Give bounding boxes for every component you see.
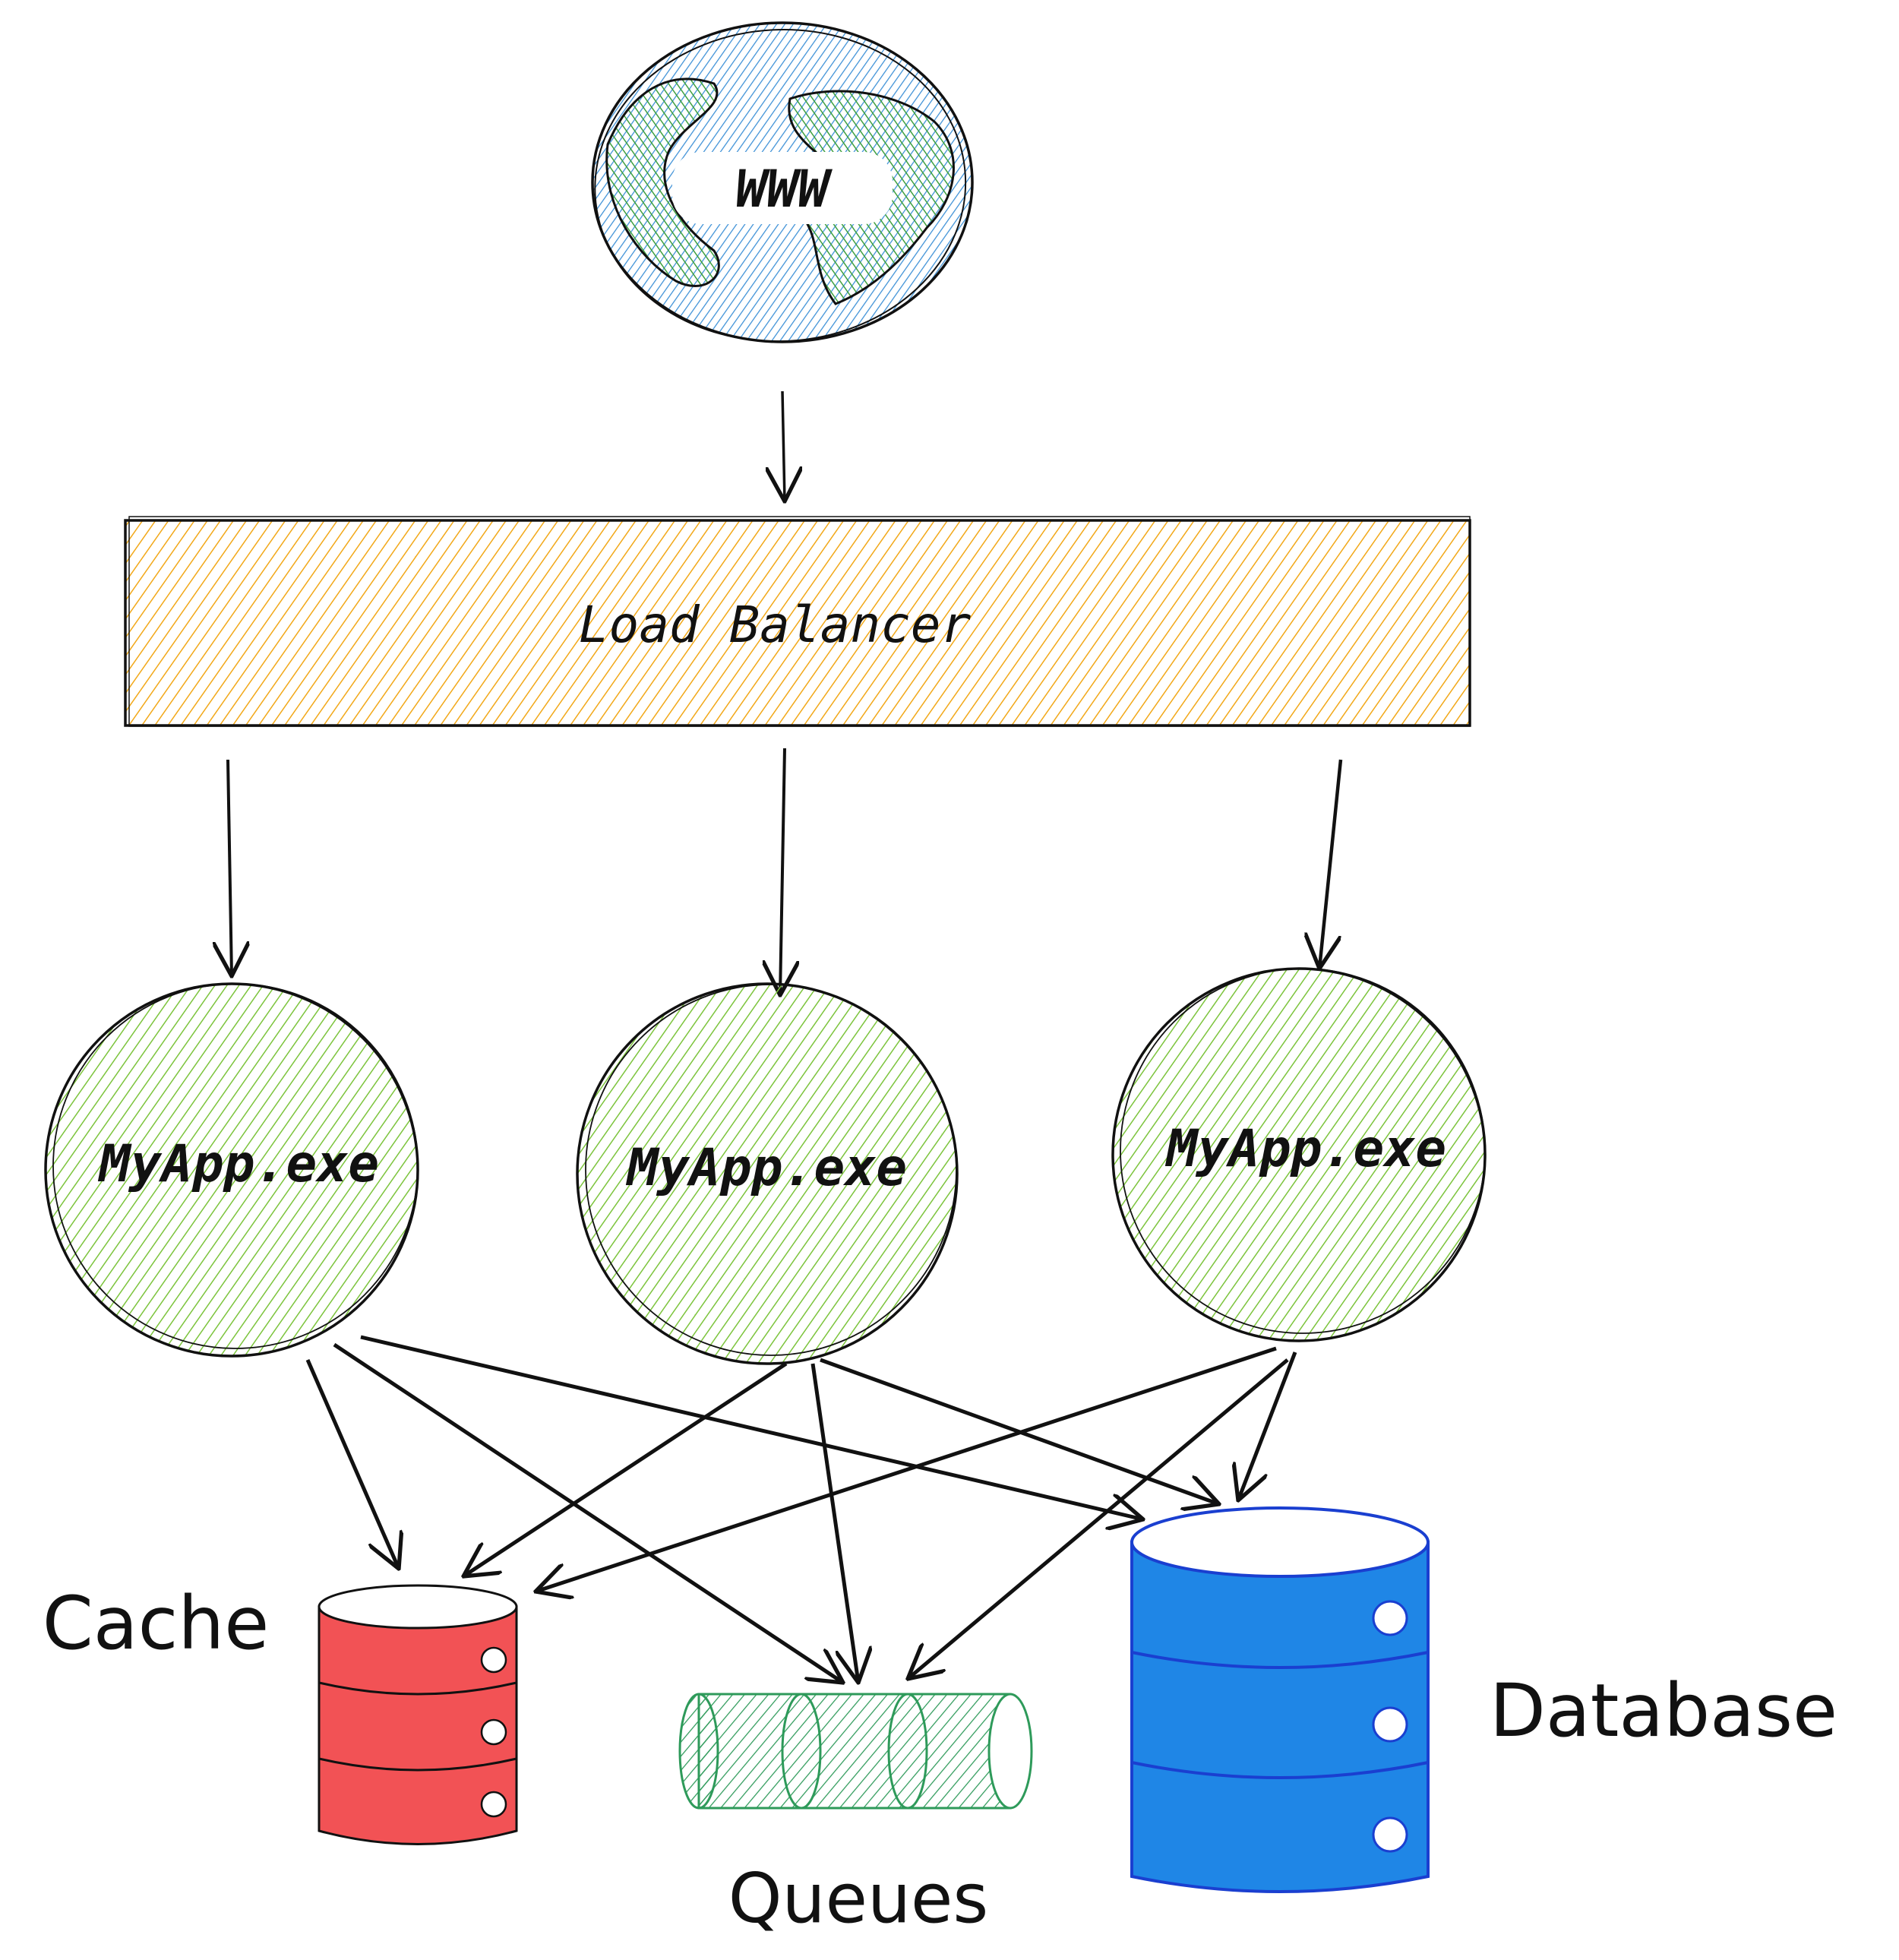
app-node-3: MyApp.exe bbox=[1111, 967, 1487, 1342]
arrow-app3-to-cache bbox=[536, 1346, 1277, 1592]
cache-label: Cache bbox=[43, 1581, 270, 1666]
load-balancer-label: Load Balancer bbox=[579, 596, 972, 654]
arrow-app3-to-queues bbox=[908, 1358, 1289, 1679]
database-divider-1 bbox=[1131, 1651, 1429, 1669]
queue-right-cap bbox=[987, 1693, 1033, 1810]
load-balancer: Load Balancer bbox=[124, 516, 1471, 727]
app-node-1-label: MyApp.exe bbox=[98, 1134, 379, 1194]
cache-divider-1 bbox=[318, 1681, 517, 1696]
database-divider-2 bbox=[1131, 1761, 1429, 1779]
arrow-app2-to-cache bbox=[463, 1361, 788, 1576]
globe-land-left bbox=[605, 77, 720, 287]
app-node-1-sketch bbox=[52, 983, 419, 1349]
cache-indicator-3 bbox=[480, 1791, 507, 1818]
arrow-lb-to-app-1 bbox=[228, 759, 232, 976]
arrow-globe-to-lb bbox=[782, 390, 785, 501]
app-node-2: MyApp.exe bbox=[576, 982, 959, 1365]
arrow-lb-to-app-3 bbox=[1319, 759, 1343, 969]
database-cylinder-top bbox=[1130, 1506, 1430, 1578]
app-node-2-circle bbox=[576, 982, 959, 1365]
arrow-app1-to-database bbox=[360, 1335, 1143, 1519]
internet-globe: WWW bbox=[591, 21, 974, 343]
globe-outline-sketch bbox=[594, 29, 967, 343]
cache-cylinder-body bbox=[318, 1605, 518, 1845]
database-indicator-3 bbox=[1372, 1816, 1408, 1853]
queue-segment-2 bbox=[887, 1693, 928, 1810]
cache-cylinder-top bbox=[318, 1584, 518, 1630]
arrow-app1-to-cache bbox=[305, 1359, 399, 1569]
app-node-2-label: MyApp.exe bbox=[626, 1138, 907, 1198]
queues-store bbox=[678, 1693, 1033, 1810]
queues-label: Queues bbox=[728, 1859, 989, 1939]
database-label: Database bbox=[1490, 1668, 1837, 1753]
app-node-3-sketch bbox=[1120, 968, 1486, 1334]
database-indicator-2 bbox=[1372, 1706, 1408, 1743]
app-node-2-sketch bbox=[585, 984, 957, 1356]
arrow-lb-to-app-2 bbox=[780, 748, 785, 995]
cache-indicator-2 bbox=[480, 1718, 507, 1746]
arrow-app1-to-queues bbox=[333, 1342, 843, 1683]
globe-label-bg bbox=[672, 152, 893, 224]
database-store bbox=[1130, 1506, 1430, 1893]
load-balancer-box bbox=[124, 519, 1471, 727]
cache-indicator-1 bbox=[480, 1646, 507, 1674]
app-node-1: MyApp.exe bbox=[44, 982, 419, 1358]
database-indicator-1 bbox=[1372, 1600, 1408, 1636]
queue-left-cap bbox=[678, 1693, 719, 1810]
arrow-app3-to-database bbox=[1238, 1351, 1297, 1500]
app-node-3-label: MyApp.exe bbox=[1165, 1119, 1446, 1179]
cache-divider-2 bbox=[318, 1757, 517, 1772]
load-balancer-box-sketch bbox=[128, 516, 1471, 727]
cache-store bbox=[318, 1584, 518, 1845]
arrow-app2-to-queues bbox=[810, 1363, 858, 1683]
queue-body bbox=[697, 1693, 1012, 1810]
storage-arrows bbox=[305, 1335, 1297, 1683]
globe-label: WWW bbox=[736, 160, 833, 220]
database-cylinder-body bbox=[1130, 1541, 1430, 1893]
queue-segment-1 bbox=[781, 1693, 822, 1810]
